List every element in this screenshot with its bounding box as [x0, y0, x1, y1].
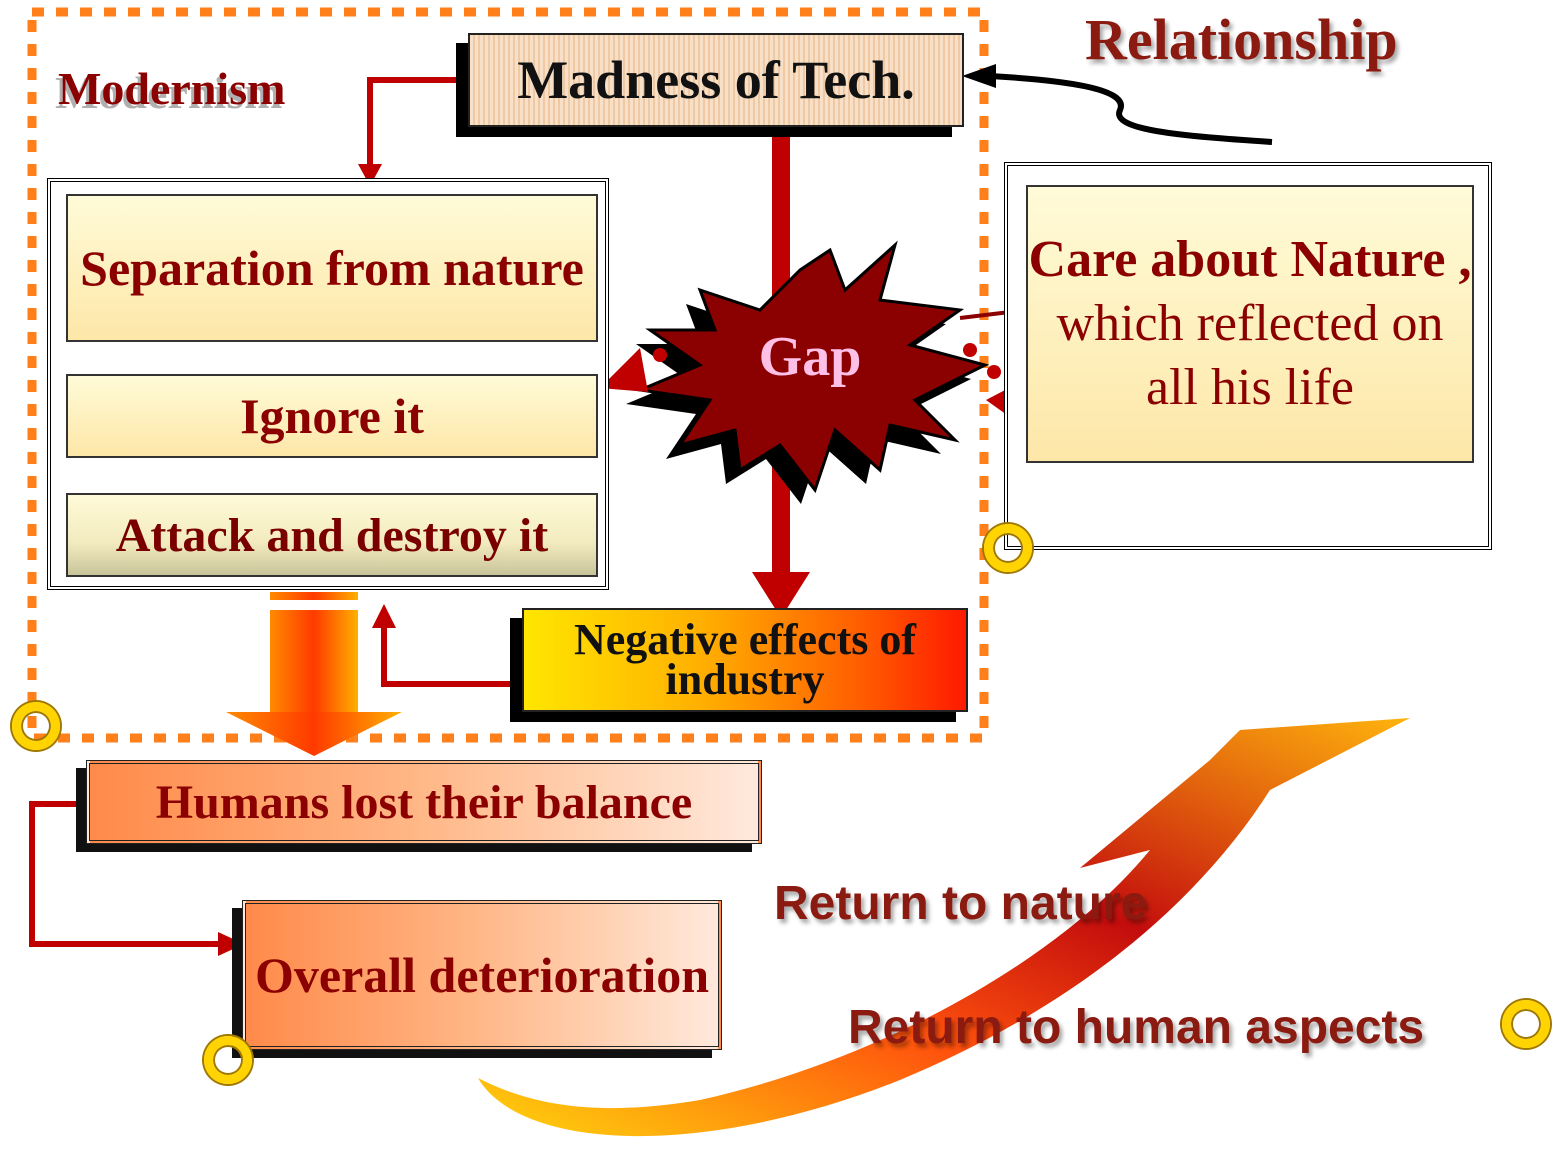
gap-right-dot-1 [963, 343, 977, 357]
negative-arrowhead [752, 572, 810, 618]
care-about-nature-box: Care about Nature , which reflected on a… [1026, 185, 1474, 463]
down-arrow-shaft [270, 610, 358, 714]
care-to-gap-line [959, 310, 1011, 320]
gap-left-dot [653, 348, 667, 362]
humans-to-overall-connector [29, 801, 222, 947]
attack-box: Attack and destroy it [66, 493, 598, 577]
madness-to-separation-connector [367, 77, 468, 172]
madness-of-tech-box: Madness of Tech. [468, 33, 964, 127]
down-arrow-head [226, 712, 402, 756]
return-to-human-aspects-label: Return to human aspects [848, 1001, 1425, 1054]
left-up-arrowhead [372, 604, 396, 628]
down-arrow-stripe [270, 592, 358, 600]
return-curve-arrow [478, 718, 1410, 1137]
relationship-connector [989, 73, 1273, 145]
ring-icon [12, 702, 60, 750]
modernism-title: Modernism [58, 63, 286, 114]
overall-deterioration-label: Overall deterioration [254, 947, 710, 1003]
separation-arrowhead [358, 164, 382, 186]
care-rest-text: which reflected on all his life [1056, 295, 1444, 416]
humans-lost-balance-box: Humans lost their balance [86, 760, 762, 844]
ring-icon [984, 524, 1032, 572]
return-to-nature-label: Return to nature [774, 877, 1148, 930]
overall-arrowhead [218, 932, 244, 956]
madness-of-tech-label: Madness of Tech. [517, 50, 915, 110]
humans-lost-balance-label: Humans lost their balance [155, 775, 693, 829]
ring-icon [204, 1036, 252, 1084]
relationship-title: Relationship [1085, 7, 1398, 72]
ring-icon [1502, 1000, 1550, 1048]
attack-label: Attack and destroy it [115, 508, 549, 562]
relationship-arrowhead [962, 64, 996, 88]
separation-label: Separation from nature [80, 240, 584, 296]
negative-effects-box: Negative effects of industry [522, 608, 968, 712]
care-bold-text: Care about Nature , [1028, 231, 1472, 288]
care-about-nature-label: Care about Nature , which reflected on a… [1028, 228, 1472, 420]
negative-effects-label: Negative effects of industry [573, 615, 917, 704]
gap-label: Gap [758, 326, 862, 388]
gap-starburst [634, 240, 990, 494]
ignore-box: Ignore it [66, 374, 598, 458]
overall-deterioration-box: Overall deterioration [242, 900, 722, 1050]
separation-box: Separation from nature [66, 194, 598, 342]
negative-to-left-connector [381, 622, 514, 687]
gap-right-dot-2 [987, 365, 1001, 379]
gap-left-arrowhead [600, 348, 648, 392]
ignore-label: Ignore it [240, 388, 424, 444]
